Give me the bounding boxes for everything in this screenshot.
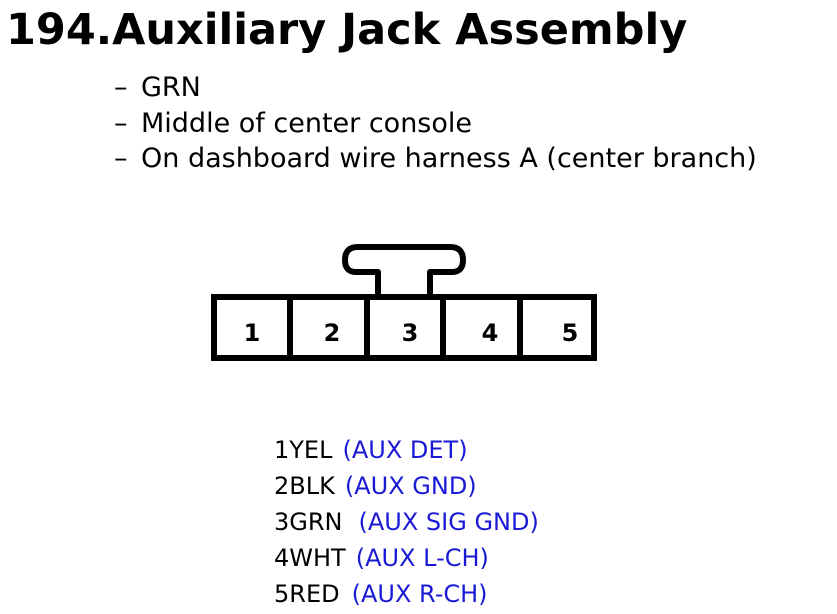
pinout-list: 1YEL (AUX DET) 2BLK (AUX GND) 3GRN (AUX SIG… bbox=[274, 432, 539, 612]
detail-connector-color: –GRN bbox=[114, 70, 757, 106]
connector-locking-tab bbox=[342, 244, 466, 297]
pinout-row-4: 4WHT (AUX L-CH) bbox=[274, 540, 539, 576]
detail-harness: –On dashboard wire harness A (center bra… bbox=[114, 141, 757, 177]
wire-color: 3GRN bbox=[274, 508, 343, 536]
pin-number-3: 3 bbox=[402, 319, 419, 347]
pinout-row-5: 5RED (AUX R-CH) bbox=[274, 576, 539, 612]
pin-function: (AUX GND) bbox=[344, 472, 477, 500]
connector-housing bbox=[211, 294, 597, 361]
page-title: 194.Auxiliary Jack Assembly bbox=[6, 5, 688, 55]
wire-color: 2BLK bbox=[274, 472, 335, 500]
pinout-row-3: 3GRN (AUX SIG GND) bbox=[274, 504, 539, 540]
bullet-dash: – bbox=[114, 72, 128, 103]
detail-text: Middle of center console bbox=[141, 107, 473, 139]
pin-function: (AUX DET) bbox=[342, 436, 468, 464]
pin-function: (AUX R-CH) bbox=[351, 580, 488, 608]
connector-details-list: –GRN –Middle of center console –On dashb… bbox=[114, 70, 757, 177]
pin-number-2: 2 bbox=[324, 319, 341, 347]
pin-number-1: 1 bbox=[244, 319, 261, 347]
wire-color: 1YEL bbox=[274, 436, 333, 464]
bullet-dash: – bbox=[114, 143, 128, 174]
pin-function: (AUX SIG GND) bbox=[358, 508, 539, 536]
detail-text: GRN bbox=[141, 72, 201, 103]
detail-text: On dashboard wire harness A (center bran… bbox=[141, 143, 757, 174]
detail-location: –Middle of center console bbox=[114, 106, 757, 142]
pin-number-5: 5 bbox=[562, 319, 579, 347]
wire-color: 4WHT bbox=[274, 544, 346, 572]
pin-function: (AUX L-CH) bbox=[355, 544, 489, 572]
bullet-dash: – bbox=[114, 107, 128, 139]
pin-number-4: 4 bbox=[482, 319, 499, 347]
pinout-row-2: 2BLK (AUX GND) bbox=[274, 468, 539, 504]
pinout-row-1: 1YEL (AUX DET) bbox=[274, 432, 539, 468]
wire-color: 5RED bbox=[274, 580, 340, 608]
